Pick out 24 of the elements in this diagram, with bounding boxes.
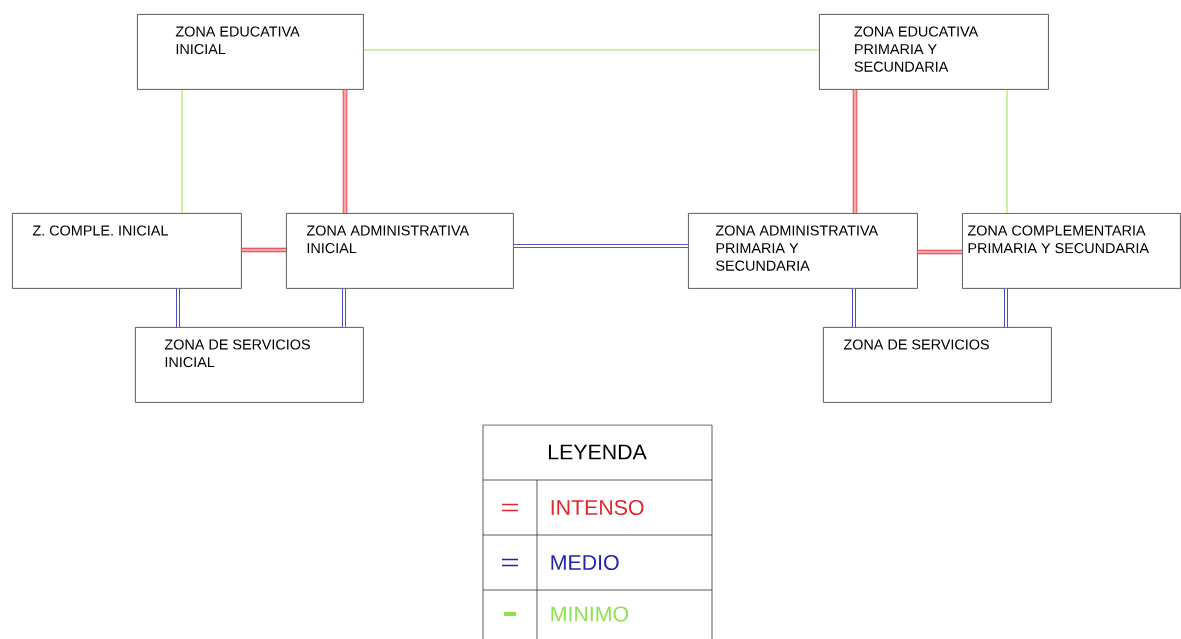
connector-line	[342, 288, 346, 327]
connector-line	[513, 244, 688, 248]
legend-label: MEDIO	[551, 554, 619, 571]
connector-line	[181, 89, 183, 214]
zone-box: ZONA EDUCATIVA PRIMARIA Y SECUNDARIA	[819, 14, 1049, 90]
legend-label: MINIMO	[551, 606, 629, 622]
connector-line	[852, 288, 856, 327]
zone-box: ZONA ADMINISTRATIVA INICIAL	[286, 213, 514, 289]
legend-label: INTENSO	[551, 499, 644, 516]
zone-box: ZONA COMPLEMENTARIA PRIMARIA Y SECUNDARIA	[962, 213, 1181, 289]
zone-box: ZONA DE SERVICIOS INICIAL	[135, 327, 364, 403]
zone-box: Z. COMPLE. INICIAL	[12, 213, 242, 289]
zone-box: ZONA EDUCATIVA INICIAL	[137, 14, 364, 90]
zone-box: ZONA DE SERVICIOS	[823, 327, 1052, 403]
connector-line	[176, 288, 180, 327]
connector-line	[1004, 288, 1008, 327]
connector-line	[342, 89, 348, 214]
zone-box: ZONA ADMINISTRATIVA PRIMARIA Y SECUNDARIA	[688, 213, 918, 289]
connector-line	[363, 49, 820, 51]
connector-line	[917, 249, 963, 255]
connector-line	[852, 89, 858, 214]
legend-heading: LEYENDA	[548, 444, 647, 460]
connector-line	[241, 247, 287, 253]
connector-line	[1006, 89, 1008, 214]
